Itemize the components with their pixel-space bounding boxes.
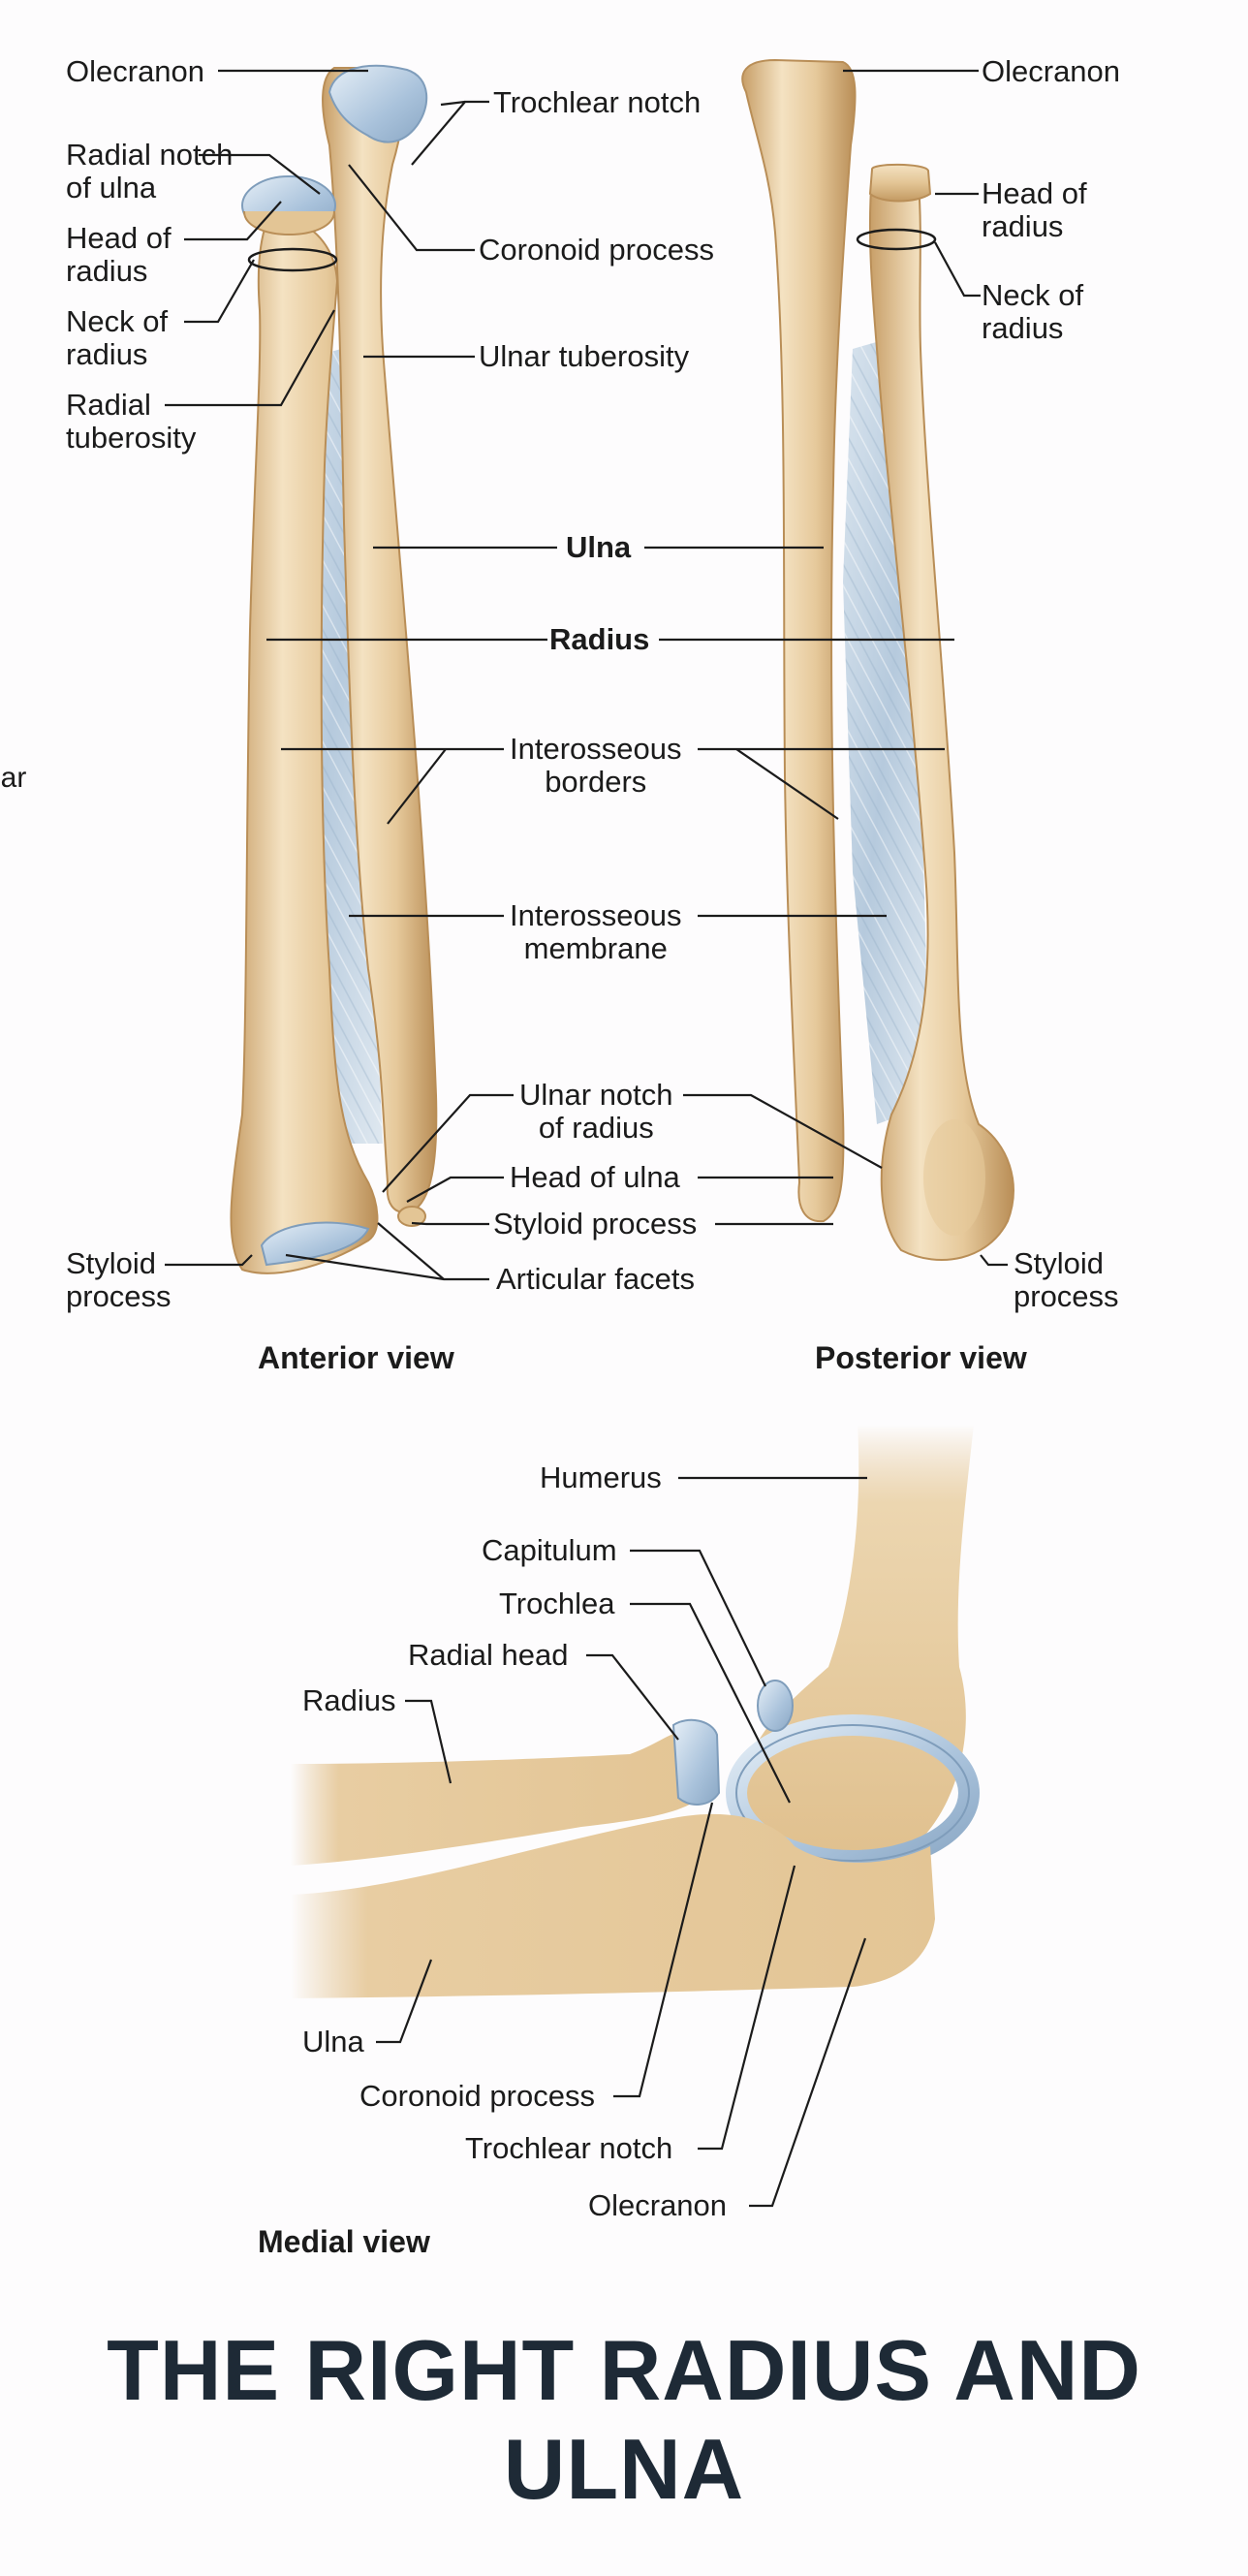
- anterior-trochlear-notch-cartilage: [328, 64, 428, 143]
- leader-styloid-left: [165, 1254, 253, 1267]
- label-radial-tuberosity: Radial tuberosity: [66, 388, 197, 455]
- label-head-of-ulna: Head of ulna: [510, 1160, 680, 1194]
- leader-coronoid-ant: [348, 164, 475, 252]
- leader-radius-medial: [405, 1699, 452, 1784]
- caption-posterior-view: Posterior view: [815, 1340, 1027, 1375]
- clipped-left-text: lar: [0, 762, 27, 794]
- label-head-of-radius-anterior: Head of radius: [66, 221, 172, 288]
- label-olecranon-posterior: Olecranon: [982, 54, 1121, 88]
- leader-radial-head: [586, 1653, 679, 1741]
- leader-radial-notch: [199, 153, 321, 195]
- leader-articular-facets2: [377, 1222, 445, 1280]
- leader-trochlear-notch-medial: [698, 1865, 796, 2151]
- leader-trochlea: [630, 1602, 791, 1804]
- label-radial-notch-of-ulna: Radial notch of ulna: [66, 138, 234, 204]
- leader-radial-tuberosity: [165, 309, 335, 407]
- label-ulnar-notch-of-radius: Ulnar notch of radius: [519, 1078, 673, 1145]
- caption-medial-view: Medial view: [258, 2224, 430, 2259]
- leader-styloid-post-right: [980, 1254, 1008, 1267]
- label-neck-of-radius-posterior: Neck of radius: [982, 278, 1084, 345]
- label-ulnar-tuberosity: Ulnar tuberosity: [479, 339, 690, 373]
- leader-coronoid-medial: [613, 1802, 714, 2098]
- page-title: THE RIGHT RADIUS AND ULNA: [107, 2322, 1141, 2517]
- anterior-neck-ring: [247, 247, 338, 272]
- leader-head-of-radius-ant: [184, 201, 282, 241]
- label-styloid-process-center: Styloid process: [493, 1207, 698, 1241]
- label-ulna: Ulna: [566, 530, 632, 564]
- leader-ulnar-notch-post: [683, 1093, 883, 1169]
- label-radius: Radius: [549, 622, 650, 656]
- label-styloid-process-posterior: Styloid process: [1014, 1246, 1119, 1313]
- label-interosseous-borders: Interosseous borders: [510, 732, 682, 799]
- label-trochlear-notch-anterior: Trochlear notch: [493, 85, 702, 119]
- medial-radial-head: [671, 1718, 721, 1806]
- label-trochlea: Trochlea: [499, 1586, 615, 1620]
- label-trochlear-notch-medial: Trochlear notch: [465, 2131, 673, 2165]
- label-coronoid-process-medial: Coronoid process: [359, 2079, 595, 2113]
- label-olecranon-medial: Olecranon: [588, 2188, 728, 2222]
- medial-ulna-shape: [291, 1813, 935, 1998]
- posterior-radius-shape: [868, 173, 1014, 1261]
- leader-ulna-medial: [376, 1959, 433, 2044]
- posterior-view-art: [741, 58, 1014, 1261]
- medial-view-art: [291, 1425, 980, 1998]
- leader-head-of-ulna-ant: [406, 1176, 504, 1203]
- label-coronoid-process-anterior: Coronoid process: [479, 233, 714, 267]
- label-humerus: Humerus: [540, 1461, 662, 1494]
- label-interosseous-membrane: Interosseous membrane: [510, 898, 682, 965]
- posterior-neck-ring: [856, 228, 937, 251]
- anterior-articular-facet: [260, 1221, 370, 1267]
- medial-radius-shape: [291, 1732, 693, 1866]
- leader-trochlear-notch-ant2: [440, 100, 466, 107]
- label-capitulum: Capitulum: [482, 1533, 617, 1567]
- label-neck-of-radius-anterior: Neck of radius: [66, 304, 169, 371]
- posterior-radial-head: [868, 163, 932, 203]
- leader-interosseous-borders-post2: [735, 748, 839, 820]
- leader-articular-facets: [285, 1253, 489, 1281]
- label-styloid-process-left: Styloid process: [66, 1246, 172, 1313]
- medial-capitulum: [757, 1680, 794, 1732]
- leader-ulnar-notch-ant: [382, 1093, 514, 1193]
- anterior-view-art: [230, 64, 438, 1274]
- anterior-radius-shape: [230, 222, 379, 1274]
- medial-humerus-shape: [744, 1425, 974, 1862]
- leader-neck-of-radius-post: [934, 241, 981, 298]
- label-articular-facets: Articular facets: [496, 1262, 696, 1296]
- leader-lines: [165, 69, 1008, 2208]
- caption-anterior-view: Anterior view: [258, 1340, 454, 1375]
- leader-interosseous-borders-ant: [281, 747, 504, 825]
- leader-olecranon-medial: [749, 1937, 867, 2208]
- label-radius-medial: Radius: [302, 1683, 396, 1717]
- label-ulna-medial: Ulna: [302, 2025, 364, 2058]
- label-head-of-radius-posterior: Head of radius: [982, 176, 1087, 243]
- label-olecranon-anterior: Olecranon: [66, 54, 205, 88]
- leader-styloid-ant: [411, 1221, 489, 1226]
- leader-capitulum: [630, 1549, 766, 1687]
- label-radial-head: Radial head: [408, 1638, 569, 1672]
- leader-neck-of-radius-ant: [184, 259, 255, 324]
